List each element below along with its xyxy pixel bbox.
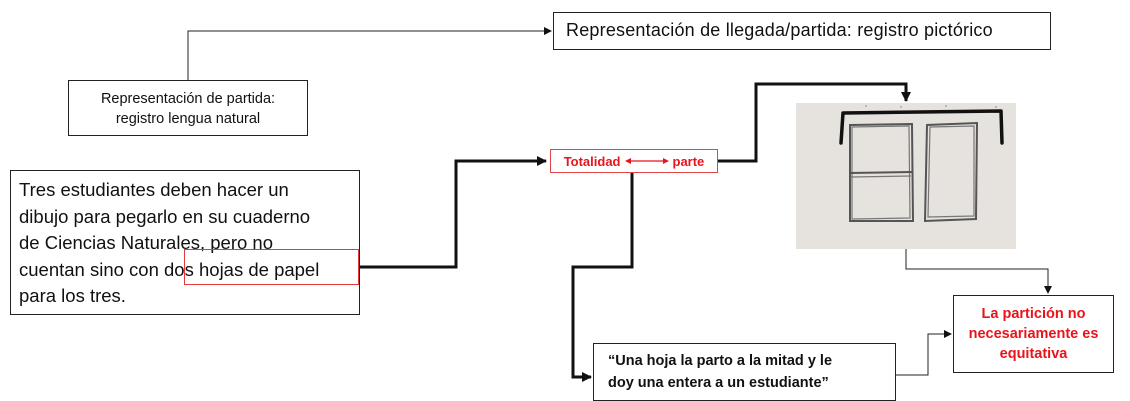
arrival-representation-text: Representación de llegada/partida: regis…	[566, 20, 993, 40]
problem-statement-box: Tres estudiantes deben hacer un dibujo p…	[10, 170, 360, 315]
conclusion-line-1: La partición no	[981, 306, 1086, 322]
relation-part-label: parte	[672, 153, 705, 169]
connector-photo-to-conclusion	[905, 249, 1052, 294]
connector-problem-to-totalidad	[360, 156, 547, 269]
departure-line-2: registro lengua natural	[115, 111, 261, 127]
conclusion-line-3: equitativa	[999, 346, 1068, 362]
problem-line-5: para los tres.	[19, 285, 126, 306]
connector-quote-to-conclusion	[896, 330, 952, 376]
problem-line-3: de Ciencias Naturales, pero no	[19, 232, 274, 253]
arrival-representation-box: Representación de llegada/partida: regis…	[553, 12, 1051, 50]
conclusion-box: La partición no necesariamente es equita…	[953, 295, 1114, 373]
hand-drawn-sheets-image	[796, 103, 1016, 249]
connector-departure-to-arrival	[187, 27, 552, 80]
quote-line-2: doy una entera a un estudiante”	[608, 375, 829, 391]
problem-line-4: cuentan sino con dos hojas de papel	[19, 258, 320, 280]
departure-representation-box: Representación de partida: registro leng…	[68, 80, 308, 136]
problem-line-2: dibujo para pegarlo en su cuaderno	[19, 205, 311, 227]
connector-totalidad-to-photo	[718, 82, 911, 163]
whole-part-relation-box: Totalidad parte	[550, 149, 718, 173]
relation-whole-label: Totalidad	[563, 153, 621, 169]
connector-totalidad-to-quote	[571, 173, 634, 382]
double-arrow-icon	[624, 158, 669, 164]
departure-line-1: Representación de partida:	[100, 91, 276, 107]
key-phrase-highlight	[184, 249, 359, 285]
problem-line-1: Tres estudiantes deben hacer un	[19, 179, 289, 200]
student-quote-box: “Una hoja la parto a la mitad y le doy u…	[593, 343, 896, 401]
conclusion-line-2: necesariamente es	[968, 326, 1099, 342]
quote-line-1: “Una hoja la parto a la mitad y le	[608, 353, 833, 369]
